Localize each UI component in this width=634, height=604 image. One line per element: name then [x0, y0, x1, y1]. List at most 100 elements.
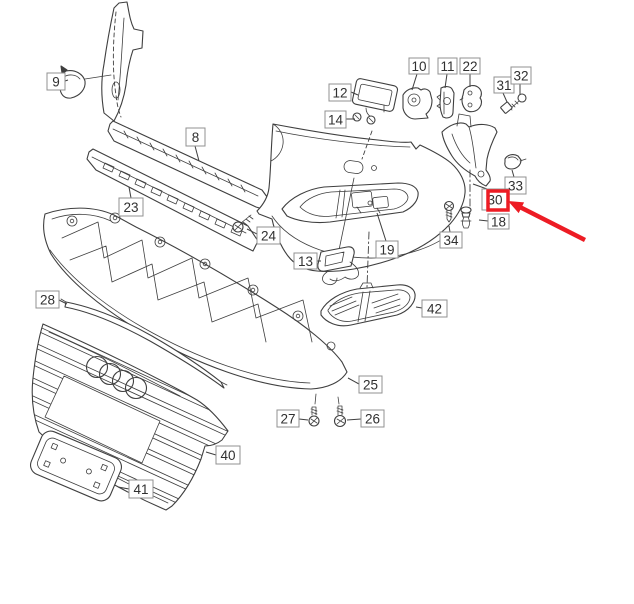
screw-26-art — [333, 405, 347, 428]
callout-18[interactable]: 18 — [487, 213, 510, 230]
screw-34-art — [443, 200, 455, 223]
fog-grille-art — [320, 282, 416, 327]
callout-32[interactable]: 32 — [510, 66, 532, 85]
callout-box-18[interactable] — [487, 213, 510, 230]
leader-line-27 — [298, 418, 309, 421]
callout-label-8: 8 — [192, 130, 200, 145]
bolt-31-32-art — [500, 93, 527, 114]
callout-box-33[interactable] — [504, 176, 527, 195]
callout-label-31: 31 — [496, 78, 511, 93]
callout-label-10: 10 — [411, 59, 426, 74]
callout-27[interactable]: 27 — [276, 409, 300, 428]
callout-13[interactable]: 13 — [293, 252, 318, 270]
callout-label-32: 32 — [513, 68, 528, 83]
callout-34[interactable]: 34 — [439, 231, 463, 249]
callout-box-19[interactable] — [375, 240, 399, 259]
callout-label-26: 26 — [365, 411, 380, 426]
callout-box-14[interactable] — [324, 110, 347, 129]
callout-label-27: 27 — [280, 411, 295, 426]
callout-box-12[interactable] — [328, 83, 352, 102]
callout-10[interactable]: 10 — [408, 57, 430, 75]
leader-line-41 — [117, 486, 130, 490]
highlight-arrow-head — [508, 201, 525, 214]
callout-label-19: 19 — [379, 242, 394, 257]
callout-23[interactable]: 23 — [118, 197, 144, 217]
callout-26[interactable]: 26 — [360, 409, 385, 428]
callout-40[interactable]: 40 — [215, 445, 241, 465]
callout-box-22[interactable] — [459, 57, 481, 75]
callout-label-30: 30 — [487, 192, 502, 207]
callout-box-31[interactable] — [493, 76, 515, 94]
grommet-33-art — [504, 154, 527, 170]
beam-art — [107, 120, 271, 211]
sensor-plate-art — [351, 78, 399, 125]
callout-box-32[interactable] — [510, 66, 532, 85]
callout-19[interactable]: 19 — [375, 240, 399, 259]
callout-box-24[interactable] — [256, 226, 281, 245]
callout-label-24: 24 — [261, 228, 277, 243]
callout-box-40[interactable] — [215, 445, 241, 465]
leader-line-11 — [444, 73, 448, 89]
callout-label-33: 33 — [508, 178, 523, 193]
callout-label-13: 13 — [298, 254, 313, 269]
leader-line-33 — [511, 169, 515, 178]
leader-line-26 — [346, 418, 362, 421]
plate-bracket-art — [29, 430, 123, 502]
callout-label-25: 25 — [363, 377, 378, 392]
callout-14[interactable]: 14 — [324, 110, 347, 129]
callout-box-34[interactable] — [439, 231, 463, 249]
support-tray-art — [43, 207, 348, 405]
callout-42[interactable]: 42 — [421, 299, 448, 318]
screw-24-art — [232, 214, 254, 233]
callout-22[interactable]: 22 — [459, 57, 481, 75]
leader-line-31 — [502, 92, 508, 103]
callout-box-10[interactable] — [408, 57, 430, 75]
callout-11[interactable]: 11 — [437, 57, 458, 75]
leader-line-18 — [478, 219, 489, 222]
callout-box-25[interactable] — [358, 375, 383, 394]
callout-41[interactable]: 41 — [128, 479, 154, 499]
leader-line-28 — [58, 299, 68, 305]
callout-box-27[interactable] — [276, 409, 300, 428]
highlight-arrow-shaft — [518, 204, 587, 243]
callout-8[interactable]: 8 — [185, 127, 206, 147]
callout-box-8[interactable] — [185, 127, 206, 147]
callout-24[interactable]: 24 — [256, 226, 281, 245]
callout-28[interactable]: 28 — [35, 290, 60, 309]
callout-label-14: 14 — [328, 112, 344, 127]
callout-box-9[interactable] — [46, 72, 66, 91]
callout-box-28[interactable] — [35, 290, 60, 309]
callout-box-26[interactable] — [360, 409, 385, 428]
callout-box-13[interactable] — [293, 252, 318, 270]
clip-11-art — [436, 86, 455, 119]
callout-12[interactable]: 12 — [328, 83, 352, 102]
callout-9[interactable]: 9 — [46, 72, 66, 91]
rivet-18-art — [460, 206, 472, 229]
callout-31[interactable]: 31 — [493, 76, 515, 94]
washer-nozzle-art — [317, 246, 359, 286]
callout-label-22: 22 — [462, 59, 477, 74]
leader-line-8 — [194, 145, 200, 162]
callout-box-42[interactable] — [421, 299, 448, 318]
leader-line-34 — [448, 225, 451, 233]
diagram-art — [29, 1, 527, 511]
trim-strip-art — [60, 298, 228, 389]
bumper-cover-art — [256, 123, 466, 288]
highlight-box — [486, 189, 510, 212]
callout-25[interactable]: 25 — [358, 375, 383, 394]
leader-line-40 — [205, 451, 217, 456]
leader-line-12 — [350, 91, 359, 96]
callout-box-11[interactable] — [437, 57, 458, 75]
callout-33[interactable]: 33 — [504, 176, 527, 195]
callout-box-23[interactable] — [118, 197, 144, 217]
callout-label-42: 42 — [427, 301, 442, 316]
slotted-strip-art — [86, 148, 259, 252]
leader-line-24 — [246, 228, 258, 235]
side-bracket-art — [441, 113, 498, 211]
bracket-10-art — [402, 87, 433, 120]
callout-label-28: 28 — [40, 292, 55, 307]
callout-box-41[interactable] — [128, 479, 154, 499]
leader-line-30 — [472, 183, 488, 190]
